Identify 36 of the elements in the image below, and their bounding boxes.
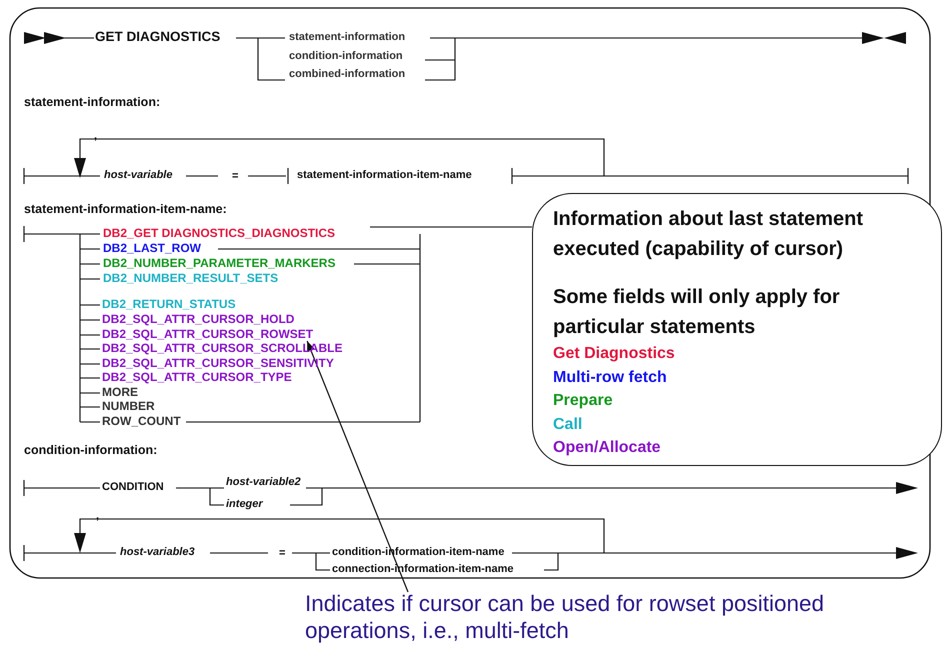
item-name: DB2_SQL_ATTR_CURSOR_TYPE <box>102 371 292 384</box>
syntax-keyword: condition-information <box>289 50 403 63</box>
syntax-keyword: GET DIAGNOSTICS <box>95 30 220 43</box>
item-name: ROW_COUNT <box>102 415 181 428</box>
syntax-symbol: = <box>279 547 286 560</box>
section-heading: statement-information: <box>24 96 160 109</box>
annotation-text: Indicates if cursor can be used for rowset positioned operations, i.e., multi-fetch <box>305 590 941 644</box>
callout-text: Some fields will only apply for particular statements <box>553 285 841 340</box>
legend-text: Open/Allocate <box>553 438 662 458</box>
legend-text: Call <box>553 414 584 434</box>
syntax-keyword: combined-information <box>289 68 406 81</box>
item-name: DB2_SQL_ATTR_CURSOR_HOLD <box>102 313 294 326</box>
item-name: DB2_NUMBER_PARAMETER_MARKERS <box>103 257 336 270</box>
item-name: DB2_GET DIAGNOSTICS_DIAGNOSTICS <box>103 227 336 240</box>
syntax-variable: integer <box>226 498 263 511</box>
item-name: DB2_NUMBER_RESULT_SETS <box>103 272 278 285</box>
item-name: NUMBER <box>102 400 155 413</box>
section-heading: condition-information: <box>24 444 158 457</box>
syntax-keyword: statement-information-item-name <box>297 169 472 182</box>
callout-text: Information about last statement executed (capability of cursor) <box>553 207 864 262</box>
syntax-variable: host-variable <box>104 169 172 182</box>
legend-text: Multi-row fetch <box>553 368 668 388</box>
legend-text: Get Diagnostics <box>553 344 676 364</box>
syntax-keyword: CONDITION <box>102 481 164 494</box>
item-name: DB2_RETURN_STATUS <box>102 298 236 311</box>
syntax-variable: host-variable3 <box>120 546 195 559</box>
syntax-symbol: = <box>232 170 238 183</box>
syntax-variable: host-variable2 <box>226 476 301 489</box>
syntax-keyword: statement-information <box>289 31 406 44</box>
leader-arrow <box>306 340 409 592</box>
section-heading: statement-information-item-name: <box>24 203 227 216</box>
item-name: DB2_SQL_ATTR_CURSOR_ROWSET <box>102 328 314 341</box>
item-name: DB2_LAST_ROW <box>103 242 202 255</box>
callout-box <box>532 193 942 466</box>
item-name: MORE <box>102 386 138 399</box>
legend-text: Prepare <box>553 391 614 411</box>
